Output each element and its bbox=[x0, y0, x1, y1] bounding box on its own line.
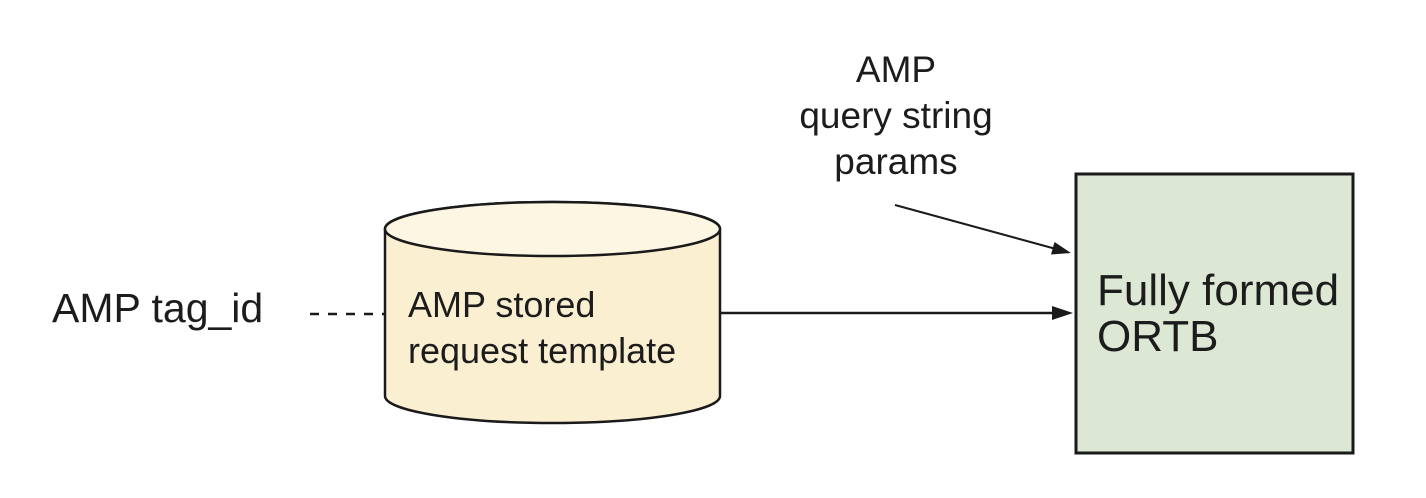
query-params-to-ortb-arrowhead bbox=[1051, 242, 1071, 255]
query-params-label-line-1: AMP bbox=[855, 49, 937, 90]
cylinder-label: AMP stored request template bbox=[408, 282, 676, 374]
query-params-label-line-3: params bbox=[834, 141, 958, 182]
ortb-box-label: Fully formed ORTB bbox=[1097, 268, 1339, 360]
database-cylinder-top-rim bbox=[383, 200, 722, 258]
cylinder-label-line-2: request template bbox=[408, 330, 677, 371]
ortb-box-label-line-2: ORTB bbox=[1097, 312, 1219, 361]
cylinder-label-line-1: AMP stored bbox=[408, 284, 596, 325]
query-params-to-ortb-arrow-line bbox=[894, 204, 1057, 250]
query-params-label-line-2: query string bbox=[799, 95, 993, 136]
amp-tag-id-label: AMP tag_id bbox=[52, 285, 264, 331]
ortb-box-label-line-1: Fully formed bbox=[1097, 266, 1340, 315]
ortb-box-shape bbox=[1074, 172, 1355, 455]
cylinder-to-ortb-arrowhead bbox=[1052, 306, 1073, 320]
query-params-label: AMP query string params bbox=[736, 47, 1056, 185]
